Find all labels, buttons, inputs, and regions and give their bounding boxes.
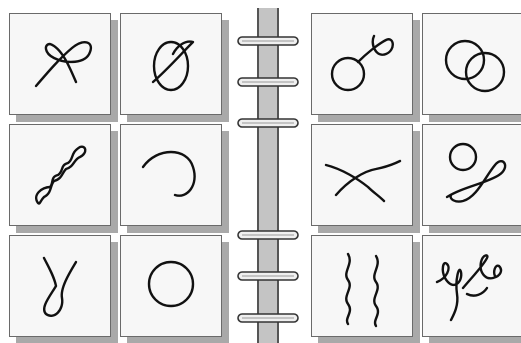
binder-ring	[236, 228, 300, 242]
wavy-lines-icon	[312, 236, 412, 336]
loop-knot-icon	[10, 14, 110, 114]
crossing-curves-icon	[312, 125, 412, 225]
binder-ring	[236, 269, 300, 283]
circle-icon	[121, 236, 221, 336]
card-circle[interactable]	[120, 235, 222, 337]
card-twisted-chain[interactable]	[9, 124, 111, 226]
card-loop-knot[interactable]	[9, 13, 111, 115]
teardrop-loop-icon	[10, 236, 110, 336]
figure-oval-icon	[121, 14, 221, 114]
card-circle-and-loop[interactable]	[422, 124, 521, 226]
card-overlapping-circles[interactable]	[422, 13, 521, 115]
scribble-loops-icon	[423, 236, 521, 336]
overlapping-circles-icon	[423, 14, 521, 114]
card-circle-with-loop[interactable]	[311, 13, 413, 115]
card-crossing-curves[interactable]	[311, 124, 413, 226]
card-hook-curve[interactable]	[120, 124, 222, 226]
card-figure-oval[interactable]	[120, 13, 222, 115]
notebook-spine	[257, 8, 279, 343]
circle-with-loop-icon	[312, 14, 412, 114]
binder-ring	[236, 311, 300, 325]
card-wavy-lines[interactable]	[311, 235, 413, 337]
binder-ring	[236, 34, 300, 48]
circle-and-loop-icon	[423, 125, 521, 225]
card-teardrop-loop[interactable]	[9, 235, 111, 337]
hook-curve-icon	[121, 125, 221, 225]
twisted-chain-icon	[10, 125, 110, 225]
binder-ring	[236, 75, 300, 89]
card-scribble-loops[interactable]	[422, 235, 521, 337]
binder-ring	[236, 116, 300, 130]
